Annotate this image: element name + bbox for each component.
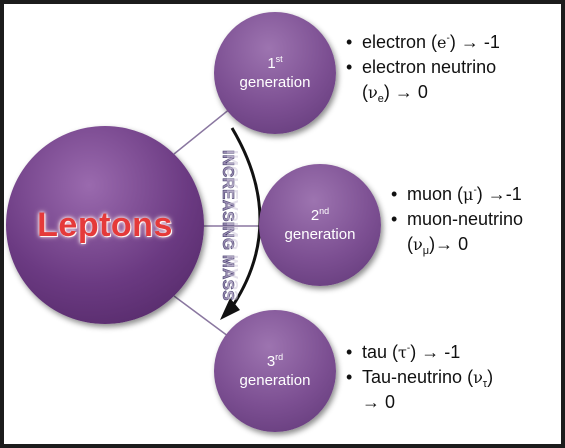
generation-2-ordinal: 2nd (311, 206, 329, 225)
particle-symbol: τ (398, 343, 407, 362)
particle-electron: electron (e-) → -1 (346, 30, 558, 55)
ordinal-number: 2 (310, 207, 320, 224)
ordinal-suffix: st (275, 54, 283, 64)
charge-value: ) → -1 (449, 32, 500, 52)
ordinal-suffix: rd (275, 352, 284, 362)
mass-label: INCREASING MASS INCREASING MASS (219, 150, 242, 301)
increasing-mass-reflection: INCREASING MASS (225, 150, 242, 301)
generation-2-word: generation (284, 226, 356, 243)
connector-gen-1 (173, 103, 237, 155)
charge-superscript: - (406, 343, 411, 354)
generation-3-word: generation (239, 372, 311, 389)
particle-text: muon-neutrino (407, 209, 524, 229)
particle-symbol: ν (413, 235, 423, 254)
charge-superscript: - (446, 33, 450, 44)
generation-3-circle: 3rd generation (214, 310, 336, 432)
particle-subscript: τ (482, 378, 488, 390)
particle-text: muon ( (407, 184, 464, 204)
generation-3-particles: tau (τ-) → -1 Tau-neutrino (ντ)→ 0 (346, 340, 558, 415)
ordinal-number: 3 (266, 353, 276, 370)
generation-2-circle: 2nd generation (259, 164, 381, 286)
particle-tau-neutrino: Tau-neutrino (ντ) → 0 (346, 365, 558, 415)
particle-muon: muon (μ-) →-1 (391, 182, 559, 207)
charge-value: ) → -1 (410, 342, 461, 362)
increasing-mass-text: INCREASING MASS (219, 150, 236, 301)
charge-value: )→ 0 (429, 234, 469, 254)
particle-text: electron neutrino (362, 57, 497, 77)
diagram-canvas: INCREASING MASS INCREASING MASS Leptons … (4, 4, 561, 444)
generation-1-ordinal: 1st (267, 54, 282, 73)
leptons-title: Leptons (37, 205, 173, 244)
particle-symbol: μ (463, 185, 474, 204)
ordinal-number: 1 (267, 55, 276, 72)
charge-superscript: - (473, 185, 477, 196)
generation-1-word: generation (239, 74, 311, 91)
particle-symbol: ν (473, 368, 483, 387)
particle-text: tau ( (362, 342, 399, 362)
particle-electron-neutrino: electron neutrino (νe) → 0 (346, 55, 558, 105)
particle-subscript: e (377, 93, 384, 105)
particle-symbol: e (437, 33, 447, 52)
generation-1-circle: 1st generation (214, 12, 336, 134)
ordinal-suffix: nd (319, 206, 330, 216)
leptons-circle: Leptons (6, 126, 204, 324)
generation-3-ordinal: 3rd (267, 352, 283, 371)
mass-arrow-head (220, 298, 240, 320)
charge-value: ) →-1 (476, 184, 522, 204)
charge-value: ) → 0 (383, 82, 428, 102)
paren-open: ( (407, 234, 413, 254)
particle-muon-neutrino: muon-neutrino (νμ)→ 0 (391, 207, 559, 257)
generation-2-particles: muon (μ-) →-1 muon-neutrino(νμ)→ 0 (391, 182, 559, 257)
particle-text: electron ( (362, 32, 438, 52)
particle-subscript: μ (422, 245, 430, 257)
paren-open: ( (362, 82, 368, 102)
generation-1-particles: electron (e-) → -1 electron neutrino(νe)… (346, 30, 558, 105)
particle-text: Tau-neutrino ( (362, 367, 474, 387)
particle-tau: tau (τ-) → -1 (346, 340, 558, 365)
paren-close: ) (487, 367, 494, 387)
charge-value: → 0 (362, 392, 396, 412)
particle-symbol: ν (368, 83, 378, 102)
